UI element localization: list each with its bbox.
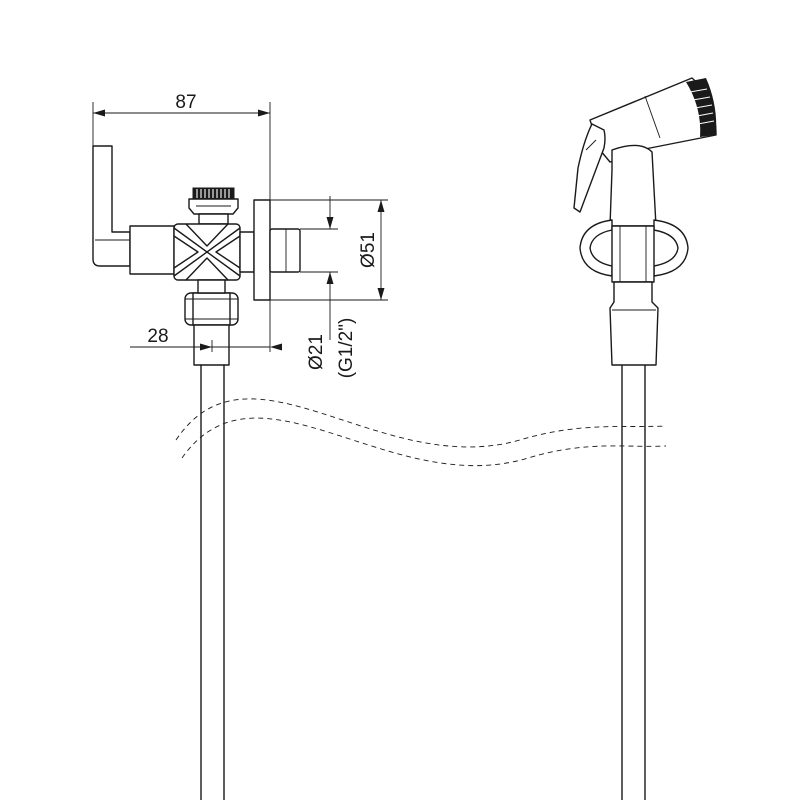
spray-handle xyxy=(609,281,659,366)
dimension-offset: 28 xyxy=(130,300,282,352)
body-cross-facets xyxy=(173,223,241,281)
hose-fitting xyxy=(193,324,230,366)
valve-outlet-connector xyxy=(239,231,255,273)
hose-break-lines xyxy=(175,398,667,467)
holder-ring-left xyxy=(579,219,613,277)
offset-dimension-label: 28 xyxy=(147,326,168,347)
spray-neck xyxy=(609,144,657,227)
wall-thread-stub xyxy=(269,228,301,273)
spray-trigger xyxy=(573,123,606,213)
valve-stem xyxy=(129,225,175,275)
dimension-diameter: Ø51 xyxy=(270,199,388,301)
dimension-width: 87 xyxy=(92,92,271,200)
wall-flange xyxy=(253,199,271,301)
holder-ring-right xyxy=(653,219,689,277)
angle-valve xyxy=(92,145,301,366)
thread-spec-label: (G1/2") xyxy=(336,318,357,379)
diameter-dimension-label: Ø51 xyxy=(358,232,379,268)
flexible-hose xyxy=(200,364,646,800)
dimension-thread: Ø21 (G1/2") xyxy=(300,196,357,378)
valve-lever-handle xyxy=(92,145,131,267)
holder-clamp xyxy=(611,225,655,283)
top-cap-knurl xyxy=(196,189,230,198)
width-dimension-label: 87 xyxy=(175,92,196,113)
thread-diameter-label: Ø21 xyxy=(306,334,327,370)
nozzle-ribs xyxy=(689,88,715,125)
hand-spray xyxy=(573,77,717,366)
